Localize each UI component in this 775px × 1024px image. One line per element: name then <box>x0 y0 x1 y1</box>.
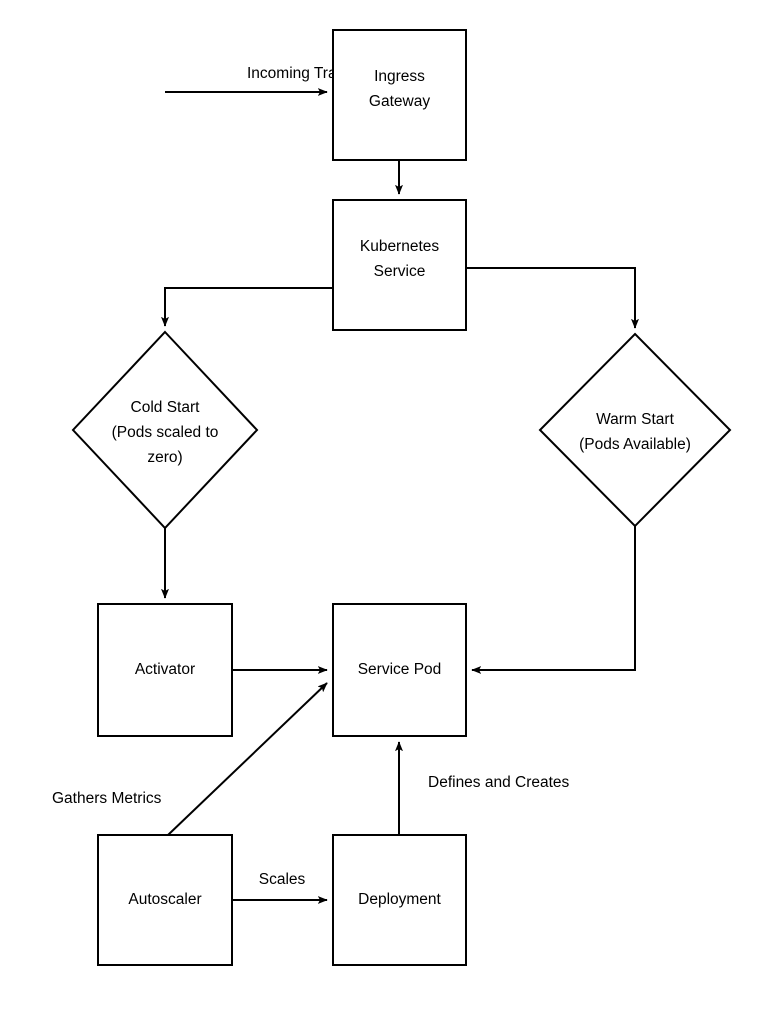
node-warm-start[interactable]: Warm Start (Pods Available) <box>538 332 732 528</box>
deployment-label: Deployment <box>358 891 441 908</box>
ingress-gateway-label-line-2: Gateway <box>369 93 430 110</box>
edge-label-incoming-traffic: Incoming Traffic <box>247 65 356 82</box>
edge-warm-start-to-service-pod <box>471 526 636 674</box>
edge-label-scales: Scales <box>259 871 306 888</box>
node-service-pod[interactable]: Service Pod <box>332 603 467 737</box>
kubernetes-service-box[interactable] <box>332 199 467 331</box>
edge-label-gathers-metrics: Gathers Metrics <box>52 790 162 807</box>
edge-service-to-cold-start <box>161 287 333 327</box>
warm-start-label-line-1: Warm Start <box>596 411 674 428</box>
warm-start-diamond[interactable] <box>538 332 732 528</box>
cold-start-diamond[interactable] <box>71 330 259 530</box>
kubernetes-service-label-line-1: Kubernetes <box>360 238 440 255</box>
ingress-gateway-label-line-1: Ingress <box>374 68 425 85</box>
autoscaler-label: Autoscaler <box>128 891 201 908</box>
edge-autoscaler-to-service-pod <box>167 682 328 836</box>
deployment-box[interactable] <box>332 834 467 966</box>
node-kubernetes-service[interactable]: Kubernetes Service <box>332 199 467 331</box>
cold-start-label-line-2: (Pods scaled to <box>112 424 219 441</box>
node-autoscaler[interactable]: Autoscaler <box>97 834 233 966</box>
node-ingress-gateway[interactable]: Ingress Gateway <box>332 29 467 161</box>
cold-start-label-line-3: zero) <box>147 449 182 466</box>
service-pod-box[interactable] <box>332 603 467 737</box>
activator-box[interactable] <box>97 603 233 737</box>
ingress-gateway-box[interactable] <box>332 29 467 161</box>
warm-start-label-line-2: (Pods Available) <box>579 436 691 453</box>
edges-layer <box>161 88 639 904</box>
node-activator[interactable]: Activator <box>97 603 233 737</box>
cold-start-label-line-1: Cold Start <box>131 399 201 416</box>
node-deployment[interactable]: Deployment <box>332 834 467 966</box>
service-pod-label: Service Pod <box>358 661 442 678</box>
edge-service-to-warm-start <box>466 267 639 329</box>
node-cold-start[interactable]: Cold Start (Pods scaled to zero) <box>71 330 259 530</box>
activator-label: Activator <box>135 661 195 678</box>
edge-labels-layer: Incoming Traffic Gathers Metrics Scales … <box>52 65 570 888</box>
edge-label-defines-and-creates: Defines and Creates <box>428 774 570 791</box>
autoscaler-box[interactable] <box>97 834 233 966</box>
kubernetes-service-label-line-2: Service <box>374 263 426 280</box>
